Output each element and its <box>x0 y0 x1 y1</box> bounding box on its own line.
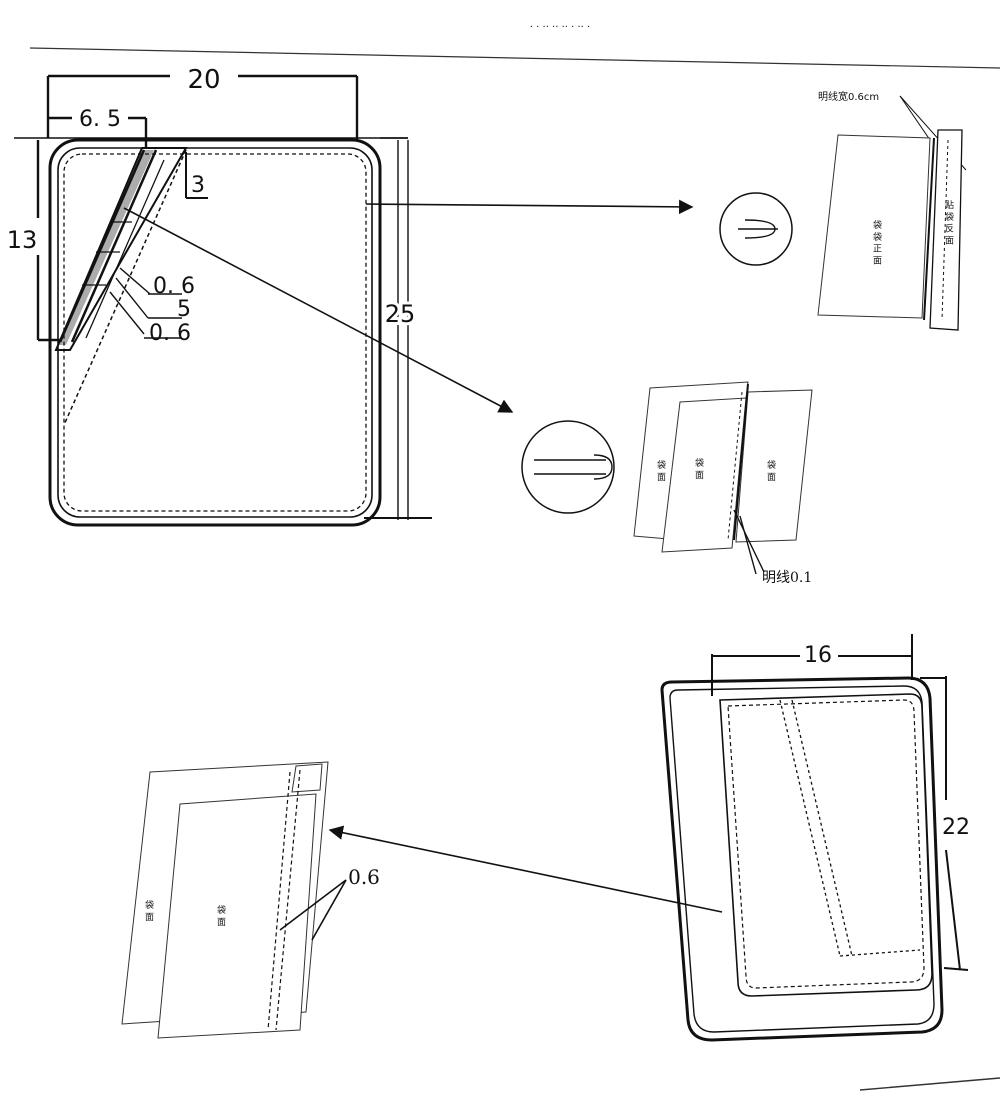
detail-a-label-right: 贴 袋 反 面 <box>943 199 954 246</box>
detail-b-label-front: 袋 面 <box>693 457 704 480</box>
dimension-flap-13: 13 <box>7 140 62 342</box>
detail-c-label-front: 袋 面 <box>215 904 226 927</box>
pocket2-width-label: 16 <box>804 643 832 668</box>
pocket2-height-label: 22 <box>942 815 970 840</box>
stitch-label-3: 0. 6 <box>149 321 191 346</box>
dimension-width-20: 20 <box>46 65 359 140</box>
detail-a: 明线宽0.6cm 袋 袋 正 面 贴 袋 反 面 <box>719 90 967 331</box>
detail-b: 明线0.1 袋 面 袋 面 袋 面 <box>521 381 813 586</box>
height-label: 25 <box>385 300 416 328</box>
detail-b-label-back: 袋 面 <box>655 459 666 482</box>
diagonal-welt <box>54 147 188 426</box>
width-label: 20 <box>187 65 220 95</box>
bottom-rule <box>859 1077 1000 1091</box>
arrow-to-detail-a <box>365 199 694 215</box>
arrow-to-detail-b <box>123 207 514 413</box>
arrow-to-detail-c <box>328 825 723 913</box>
top-rule <box>29 47 1000 69</box>
pocket-figure-main: 20 6. 5 13 <box>7 65 694 527</box>
offset-label: 6. 5 <box>79 107 121 132</box>
detail-a-zoom-circle <box>719 192 793 266</box>
dimension-offset-6-5: 6. 5 <box>48 107 148 148</box>
detail-b-label-right: 袋 面 <box>765 459 776 482</box>
detail-b-zoom-circle <box>521 420 615 514</box>
stitch-label-1: 0. 6 <box>153 274 195 299</box>
detail-a-label-left: 袋 袋 正 面 <box>871 219 882 266</box>
detail-a-note: 明线宽0.6cm <box>818 90 879 103</box>
detail-c: 0.6 袋 面 袋 面 <box>121 761 380 1039</box>
stitch-label-2: 5 <box>177 297 191 322</box>
detail-b-note: 明线0.1 <box>762 570 812 586</box>
flap-height-label: 13 <box>7 226 38 254</box>
dimension-height-25: 25 <box>364 137 432 520</box>
gap-label: 3 <box>191 173 205 198</box>
detail-c-note: 0.6 <box>348 865 380 889</box>
pocket-figure-secondary: 16 22 <box>328 634 970 1042</box>
detail-c-label-back: 袋 面 <box>143 899 154 922</box>
header-text: · · ·· ·· ·· · ·· · <box>530 22 590 33</box>
